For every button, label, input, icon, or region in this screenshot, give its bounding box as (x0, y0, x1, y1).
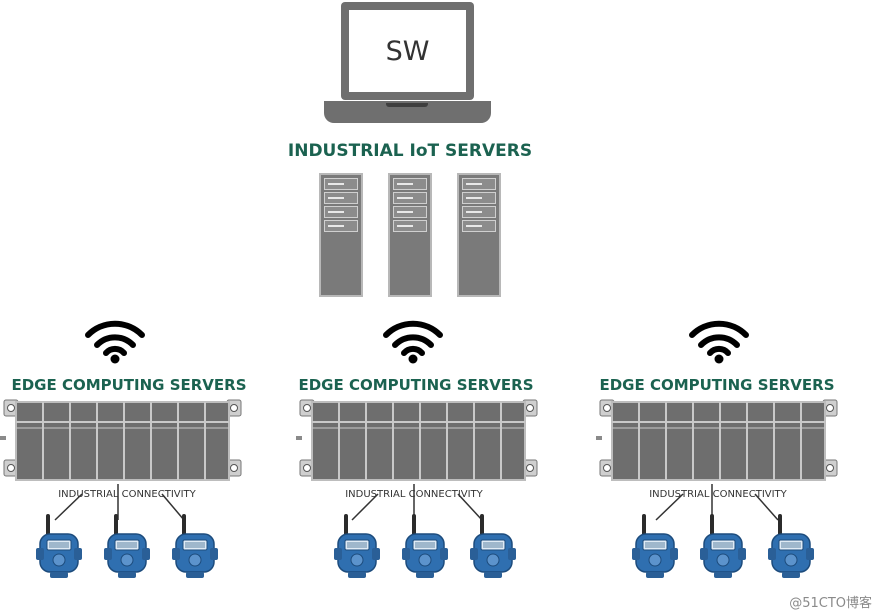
wireless-sensor-transmitter-icon (632, 514, 678, 578)
connectivity-label: INDUSTRIAL CONNECTIVITY (649, 489, 787, 500)
laptop-base (324, 101, 491, 123)
wifi-icon (689, 320, 749, 364)
software-label: SW (385, 35, 430, 67)
iot-servers-title: INDUSTRIAL IoT SERVERS (287, 141, 533, 161)
edge-servers-title: EDGE COMPUTING SERVERS (298, 376, 534, 394)
edge-server-rack-icon (296, 399, 538, 481)
edge-server-rack-icon (596, 399, 838, 481)
edge-servers-title: EDGE COMPUTING SERVERS (599, 376, 835, 394)
connectivity-label: INDUSTRIAL CONNECTIVITY (345, 489, 483, 500)
server-tower-icon (388, 173, 432, 297)
laptop-screen: SW (349, 10, 466, 92)
wireless-sensor-transmitter-icon (36, 514, 82, 578)
laptop-icon: SW (341, 2, 474, 100)
wireless-sensor-transmitter-icon (700, 514, 746, 578)
wireless-sensor-transmitter-icon (470, 514, 516, 578)
watermark: @51CTO博客 (789, 596, 872, 611)
wireless-sensor-transmitter-icon (172, 514, 218, 578)
connectivity-label: INDUSTRIAL CONNECTIVITY (58, 489, 196, 500)
edge-server-rack-icon (0, 399, 242, 481)
wireless-sensor-transmitter-icon (104, 514, 150, 578)
server-tower-icon (457, 173, 501, 297)
wifi-icon (383, 320, 443, 364)
laptop-notch (386, 103, 428, 107)
wireless-sensor-transmitter-icon (768, 514, 814, 578)
wireless-sensor-transmitter-icon (402, 514, 448, 578)
server-tower-icon (319, 173, 363, 297)
edge-servers-title: EDGE COMPUTING SERVERS (11, 376, 247, 394)
wireless-sensor-transmitter-icon (334, 514, 380, 578)
wifi-icon (85, 320, 145, 364)
